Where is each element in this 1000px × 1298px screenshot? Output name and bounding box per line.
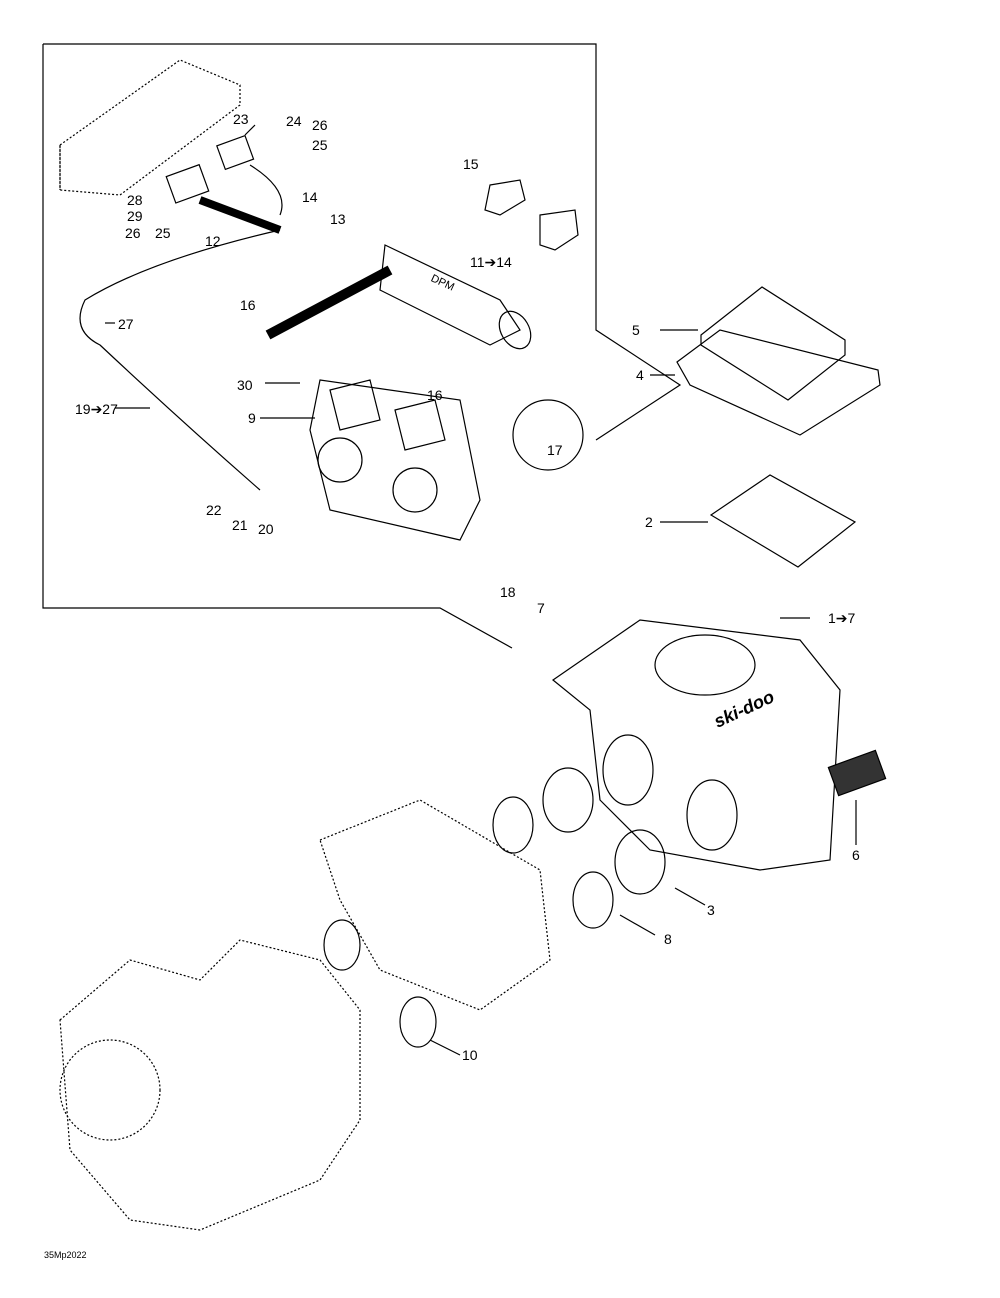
callout-20: 20 — [258, 521, 274, 537]
clip-15b — [539, 209, 579, 251]
leader-lines — [105, 124, 857, 1056]
callout-26: 26 — [312, 117, 328, 133]
plate-2 — [709, 474, 857, 568]
callout-16b: 16 — [427, 387, 443, 403]
carburetor-assembly — [309, 379, 481, 541]
callout-7: 7 — [537, 600, 545, 616]
clamp-8a — [492, 796, 534, 854]
callout-2: 2 — [645, 514, 653, 530]
connector-23 — [216, 134, 255, 171]
wire-harness — [79, 164, 283, 491]
clamp-10a — [323, 919, 361, 971]
callout-6: 6 — [852, 847, 860, 863]
filter-5 — [700, 286, 846, 401]
decal-6 — [827, 749, 887, 797]
callout-14: 14 — [302, 189, 318, 205]
callout-21: 21 — [232, 517, 248, 533]
callout-16: 16 — [240, 297, 256, 313]
filter-4 — [676, 329, 881, 436]
callout-10: 10 — [462, 1047, 478, 1063]
callout-15: 15 — [463, 156, 479, 172]
callout-24: 24 — [286, 113, 302, 129]
hose-16 — [265, 265, 393, 340]
callout-30: 30 — [237, 377, 253, 393]
clamp-8b — [572, 871, 614, 929]
callout-28: 28 — [127, 192, 143, 208]
callout-18: 18 — [500, 584, 516, 600]
fuel-rail — [379, 244, 532, 350]
clip-15a — [484, 179, 526, 216]
callout-25b: 25 — [155, 225, 171, 241]
callout-8: 8 — [664, 931, 672, 947]
detail-circle-17 — [512, 399, 584, 471]
callout-3: 3 — [707, 902, 715, 918]
connector-28 — [165, 163, 210, 204]
callout-26b: 26 — [125, 225, 141, 241]
adaptor-3b — [614, 829, 666, 895]
diagram-code: 35Mp2022 — [44, 1250, 87, 1260]
callout-19-27: 19➔27 — [75, 401, 118, 417]
callout-1-7: 1➔7 — [828, 610, 856, 626]
engine-outline — [59, 799, 551, 1231]
callout-27: 27 — [118, 316, 134, 332]
callout-5: 5 — [632, 322, 640, 338]
air-silencer-1 — [551, 619, 841, 871]
inset-frame — [43, 43, 682, 441]
callout-9: 9 — [248, 410, 256, 426]
callout-23: 23 — [233, 111, 249, 127]
adaptor-3a — [542, 767, 594, 833]
callout-13: 13 — [330, 211, 346, 227]
inset-frame-left — [42, 44, 513, 649]
callout-17: 17 — [547, 442, 563, 458]
callout-22: 22 — [206, 502, 222, 518]
callout-25: 25 — [312, 137, 328, 153]
airbox-outline — [59, 59, 241, 196]
clamp-10b — [399, 996, 437, 1048]
callout-12: 12 — [205, 233, 221, 249]
sensor-12 — [198, 196, 282, 234]
callout-4: 4 — [636, 367, 644, 383]
callout-11-14: 11➔14 — [470, 254, 512, 270]
callout-29: 29 — [127, 208, 143, 224]
